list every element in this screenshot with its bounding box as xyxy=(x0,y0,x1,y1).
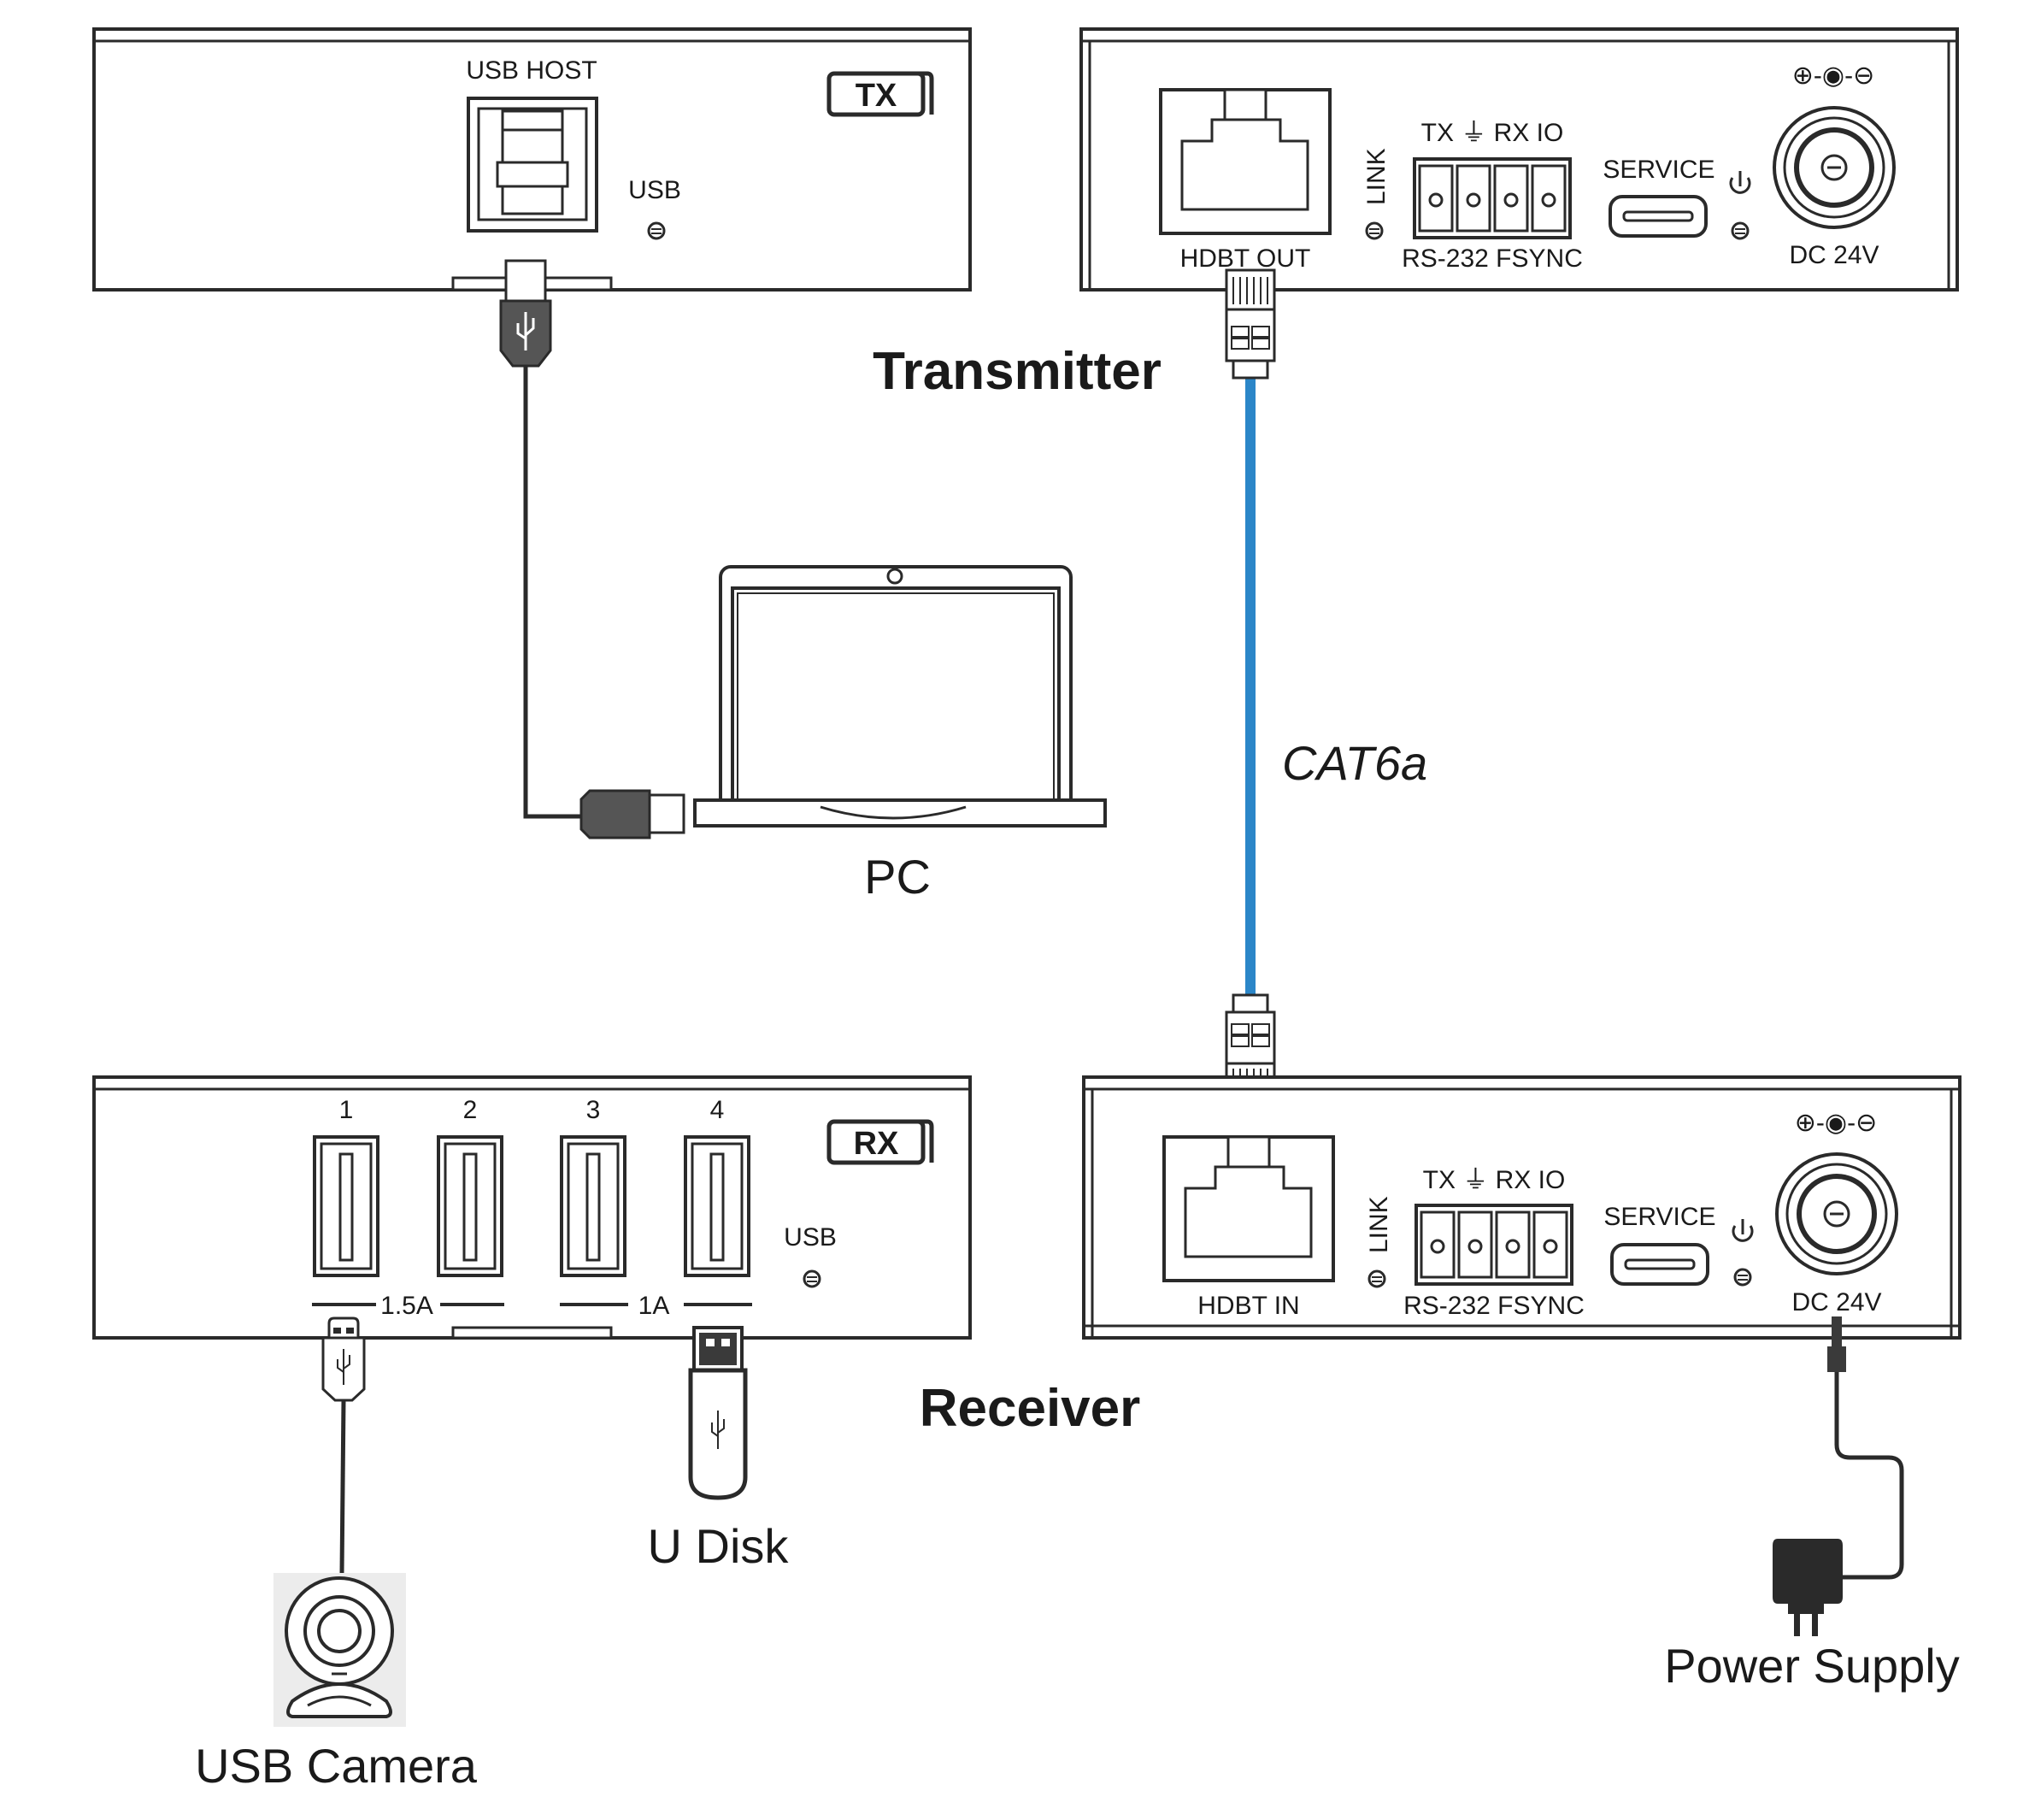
rx-hdbt-in-port[interactable] xyxy=(1162,1135,1335,1282)
rx-hdbt-label: HDBT IN xyxy=(1197,1292,1299,1320)
rx-port-1-label: 1 xyxy=(339,1096,354,1124)
tx-dc-jack[interactable] xyxy=(1774,108,1894,227)
rx-badge-text: RX xyxy=(854,1126,899,1162)
tx-terminal-top-label: TX ⏚ RX IO xyxy=(1421,119,1564,147)
rx-dc-label: DC 24V xyxy=(1791,1288,1881,1316)
rx-power-led-icon xyxy=(1733,1268,1752,1287)
rx-link-label: LINK xyxy=(1365,1196,1393,1253)
rx-usb-led-icon xyxy=(803,1269,821,1288)
usb-host-port[interactable] xyxy=(467,97,598,233)
rx-group-right-label: 1A xyxy=(638,1292,670,1320)
usb-camera-cable xyxy=(321,1316,366,1574)
rx-terminal-top-label: TX ⏚ RX IO xyxy=(1423,1166,1566,1194)
tx-badge: TX xyxy=(826,71,934,117)
rx-port-3-label: 3 xyxy=(586,1096,601,1124)
power-supply-label: Power Supply xyxy=(1664,1639,1960,1693)
rx-port-4-label: 4 xyxy=(710,1096,725,1124)
power-supply-cable xyxy=(1827,1316,1904,1580)
tx-usb-led-label: USB xyxy=(628,176,681,204)
tx-power-icon xyxy=(1729,171,1751,194)
usb-camera-icon xyxy=(273,1573,406,1727)
tx-service-port[interactable] xyxy=(1609,195,1708,238)
pc-laptop: PC xyxy=(693,565,1107,904)
cat6a-plug-top xyxy=(1225,268,1276,380)
pc-label: PC xyxy=(864,850,931,904)
webcam-lens-icon xyxy=(886,568,903,585)
tx-link-label: LINK xyxy=(1362,148,1391,205)
tx-badge-text: TX xyxy=(856,78,897,114)
rx-link-led-icon xyxy=(1367,1269,1386,1288)
tx-hdbt-out-port[interactable] xyxy=(1159,88,1332,235)
tx-rear-panel: HDBT OUT LINK TX ⏚ RX IO RS-232 FSYNC SE… xyxy=(1079,27,1959,292)
tx-polarity-label: ⊕-◉-⊖ xyxy=(1792,62,1874,90)
rx-service-port[interactable] xyxy=(1610,1243,1709,1286)
tx-service-label: SERVICE xyxy=(1603,156,1714,184)
tx-rs232-terminal[interactable] xyxy=(1413,157,1572,239)
rx-badge: RX xyxy=(826,1119,934,1165)
receiver-title: Receiver xyxy=(920,1379,1141,1438)
rx-rs232-terminal[interactable] xyxy=(1415,1204,1573,1286)
tx-terminal-bottom-label: RS-232 FSYNC xyxy=(1402,244,1583,273)
tx-power-led-icon xyxy=(1731,221,1750,240)
rx-power-icon xyxy=(1732,1219,1754,1242)
rx-front-panel: 1 2 3 4 1.5A 1A USB RX xyxy=(92,1075,972,1340)
usb-trident-icon xyxy=(516,312,535,350)
u-disk-usb-trident-icon xyxy=(711,1411,725,1449)
rx-usb-port-1[interactable] xyxy=(313,1135,379,1277)
usb-camera-label: USB Camera xyxy=(195,1739,478,1793)
tx-front-panel: USB HOST USB TX xyxy=(92,27,972,292)
tx-hdbt-label: HDBT OUT xyxy=(1180,244,1311,273)
tx-usb-led-icon xyxy=(647,221,666,240)
rx-terminal-bottom-label: RS-232 FSYNC xyxy=(1403,1292,1585,1320)
rx-rear-panel: HDBT IN LINK TX ⏚ RX IO RS-232 FSYNC SER… xyxy=(1082,1075,1961,1340)
rx-usb-port-4[interactable] xyxy=(684,1135,750,1277)
rx-group-left-label: 1.5A xyxy=(380,1292,433,1320)
rx-usb-led-label: USB xyxy=(784,1223,837,1252)
cat6a-cable: CAT6a xyxy=(1225,268,1427,1104)
tx-dc-label: DC 24V xyxy=(1789,241,1879,269)
u-disk-label: U Disk xyxy=(648,1519,790,1573)
cat6a-label: CAT6a xyxy=(1282,736,1427,790)
u-disk-icon xyxy=(688,1326,748,1500)
transmitter-title: Transmitter xyxy=(873,342,1162,401)
tx-link-led-icon xyxy=(1365,221,1384,240)
rx-usb-port-3[interactable] xyxy=(560,1135,626,1277)
rx-service-label: SERVICE xyxy=(1603,1203,1715,1231)
camera-usb-trident-icon xyxy=(337,1349,350,1385)
rx-polarity-label: ⊕-◉-⊖ xyxy=(1795,1109,1877,1137)
usb-host-label: USB HOST xyxy=(466,56,597,85)
rx-port-2-label: 2 xyxy=(463,1096,478,1124)
rx-dc-jack[interactable] xyxy=(1777,1154,1897,1274)
power-adapter-icon xyxy=(1773,1539,1843,1636)
rx-usb-port-2[interactable] xyxy=(437,1135,503,1277)
usb-b-cable xyxy=(499,259,685,839)
